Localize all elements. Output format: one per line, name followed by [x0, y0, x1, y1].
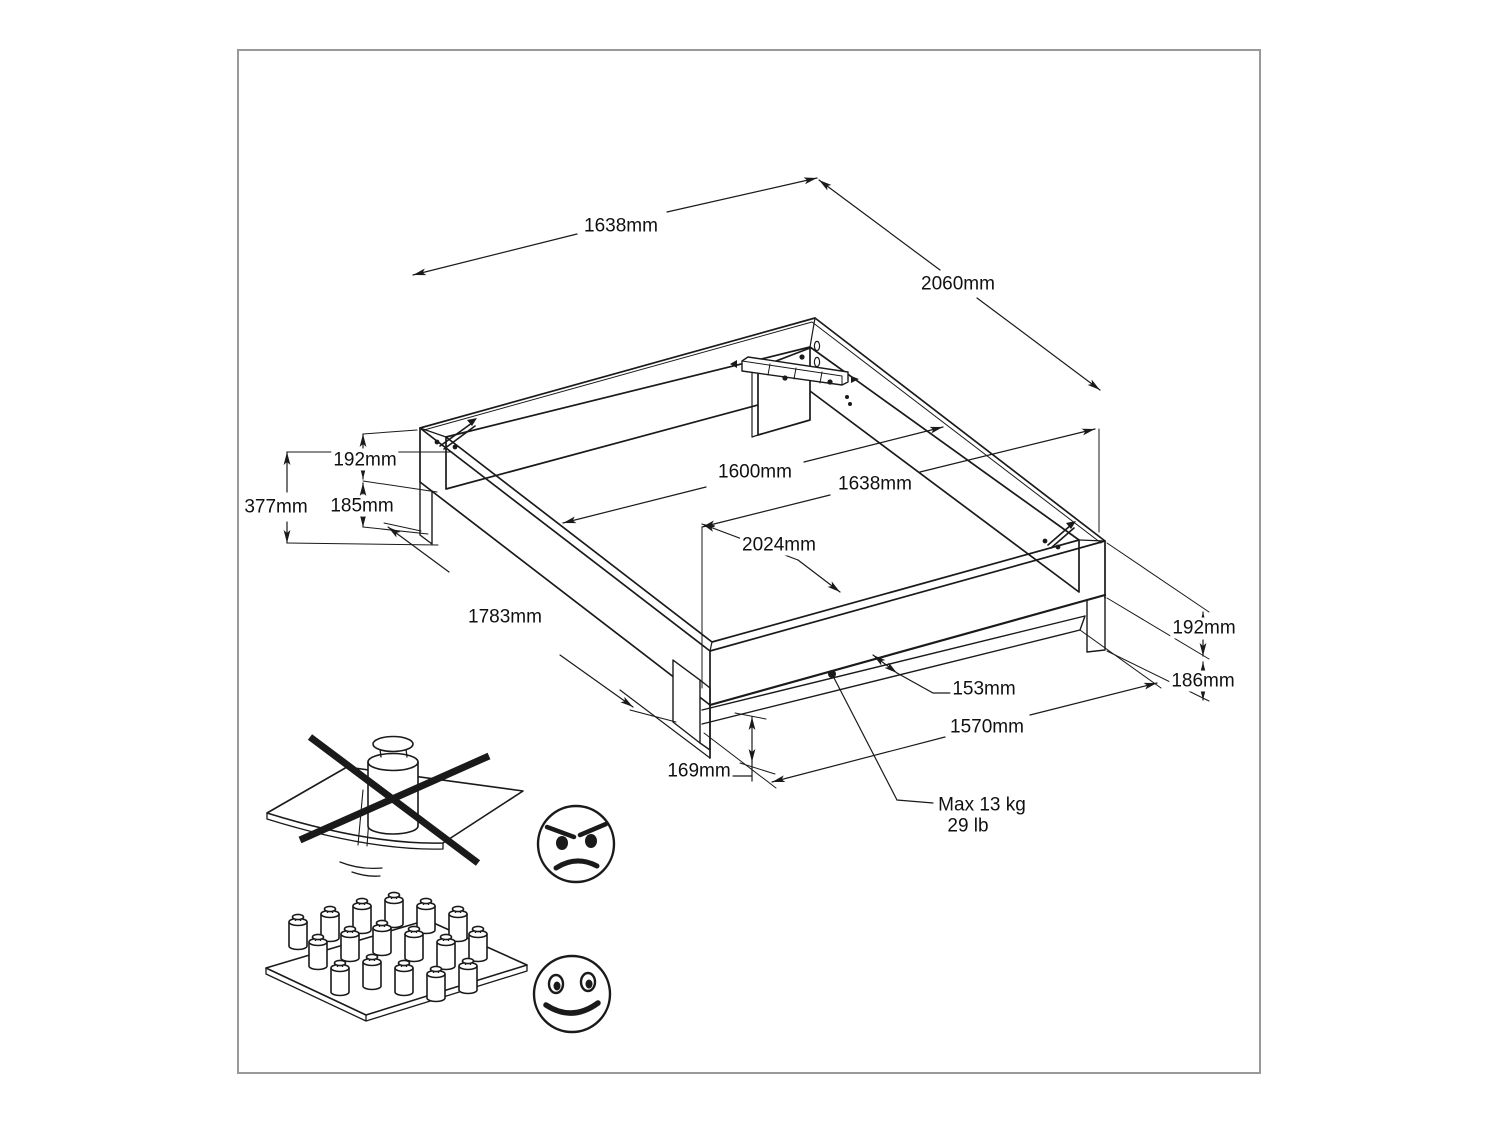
angry-face-icon	[536, 804, 616, 884]
dim-label-lower-left: 185mm	[328, 495, 396, 517]
distributed-load-icon	[265, 891, 528, 1022]
cross-out-x	[298, 734, 491, 866]
max-load-leader	[831, 673, 934, 804]
corner-bracket-right	[1042, 521, 1076, 550]
dim-label-total-height: 377mm	[242, 496, 310, 518]
dim-width-top	[412, 177, 818, 276]
dim-label-frame-width: 1638mm	[836, 473, 914, 495]
dim-inner-width	[562, 426, 944, 524]
max-load-label-line2: 29 lb	[945, 815, 991, 837]
screw-holes	[782, 340, 852, 406]
corner-bracket-left	[434, 418, 477, 450]
dim-depth-top	[818, 179, 1101, 391]
dim-recess	[872, 654, 951, 694]
dim-rail-left	[359, 429, 438, 493]
dim-label-inner-depth: 2024mm	[740, 534, 818, 556]
dim-lower-right	[1106, 542, 1210, 702]
dim-label-rail-right: 192mm	[1170, 617, 1238, 639]
dim-label-inner-width: 1600mm	[716, 461, 794, 483]
dim-plinth-width	[703, 629, 1162, 789]
happy-face-icon	[532, 954, 612, 1034]
center-support	[730, 347, 859, 438]
dim-label-lower-right: 186mm	[1169, 670, 1237, 692]
page-border	[237, 49, 1261, 1074]
dim-side-length	[383, 522, 677, 723]
dim-clearance	[732, 712, 776, 782]
dim-label-width-top: 1638mm	[582, 215, 660, 237]
dim-label-clearance: 169mm	[665, 760, 733, 782]
dim-label-rail-left: 192mm	[331, 449, 399, 471]
dim-label-side-length: 1783mm	[466, 606, 544, 628]
no-concentrated-load-icon	[266, 734, 524, 877]
max-load-label-line1: Max 13 kg	[936, 794, 1028, 816]
bed-frame	[419, 317, 1107, 759]
dim-label-recess: 153mm	[950, 678, 1018, 700]
dim-frame-width	[701, 428, 1100, 689]
dimension-lines	[283, 177, 1210, 804]
dim-label-plinth-width: 1570mm	[948, 716, 1026, 738]
dim-label-depth-top: 2060mm	[919, 273, 997, 295]
